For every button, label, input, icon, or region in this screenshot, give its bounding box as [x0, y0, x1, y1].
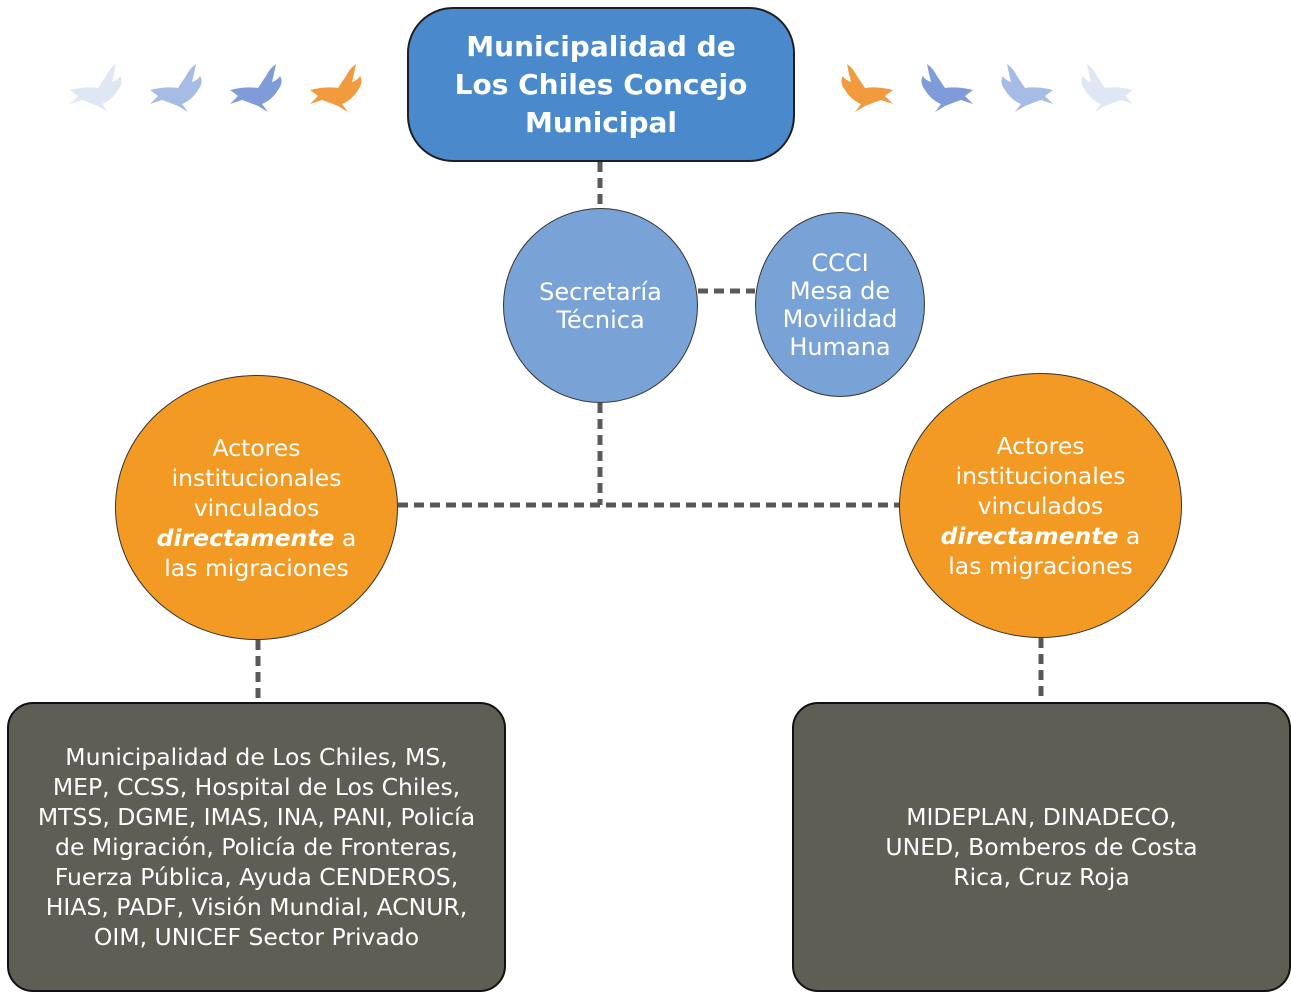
ccci-line-2: Mesa de: [789, 276, 891, 305]
dove-icons-left: [70, 64, 362, 112]
actors-right-line-1: Actores: [996, 431, 1085, 460]
ccci-line-3: Movilidad: [782, 304, 898, 333]
institutions-left-text: Municipalidad de Los Chiles, MS, MEP, CC…: [37, 743, 476, 951]
ccci-mesa-node: CCCI Mesa de Movilidad Humana: [755, 212, 925, 397]
actors-right-line-2: institucionales: [955, 461, 1126, 490]
actors-left-after-emphasis: a: [334, 523, 357, 552]
dove-icon: [921, 64, 973, 112]
institutions-list-left: Municipalidad de Los Chiles, MS, MEP, CC…: [7, 702, 506, 992]
actors-right-node: Actores institucionales vinculados direc…: [899, 373, 1182, 638]
actors-right-line-4: directamente a: [941, 521, 1141, 551]
institutions-list-right: MIDEPLAN, DINADECO, UNED, Bomberos de Co…: [792, 702, 1291, 992]
actors-left-line-5: las migraciones: [164, 553, 349, 582]
dove-icon: [1081, 64, 1133, 112]
actors-right-after-emphasis: a: [1118, 521, 1141, 550]
root-title: Municipalidad de Los Chiles Concejo Muni…: [454, 29, 748, 139]
dove-icon: [841, 64, 893, 112]
actors-left-line-3: vinculados: [193, 493, 320, 522]
actors-right-emphasis: directamente: [940, 521, 1119, 550]
ccci-line-1: CCCI: [811, 248, 869, 277]
dove-icon: [150, 64, 202, 112]
actors-left-line-2: institucionales: [171, 463, 342, 492]
actors-right-line-5: las migraciones: [948, 551, 1133, 580]
dove-icon: [310, 64, 362, 112]
ccci-line-4: Humana: [789, 332, 891, 361]
dove-icon: [70, 64, 122, 112]
actors-left-line-1: Actores: [212, 433, 301, 462]
secretaria-tecnica-node: Secretaría Técnica: [503, 208, 698, 403]
secretaria-line-2: Técnica: [556, 305, 645, 334]
institutions-right-text: MIDEPLAN, DINADECO, UNED, Bomberos de Co…: [885, 803, 1198, 891]
dove-icon: [230, 64, 282, 112]
actors-left-line-4: directamente a: [157, 523, 357, 553]
actors-right-line-3: vinculados: [977, 491, 1104, 520]
actors-left-node: Actores institucionales vinculados direc…: [115, 375, 398, 640]
dove-icons-right: [841, 64, 1133, 112]
secretaria-line-1: Secretaría: [539, 277, 662, 306]
dove-icon: [1001, 64, 1053, 112]
root-node-concejo-municipal: Municipalidad de Los Chiles Concejo Muni…: [407, 7, 795, 162]
actors-left-emphasis: directamente: [156, 523, 335, 552]
